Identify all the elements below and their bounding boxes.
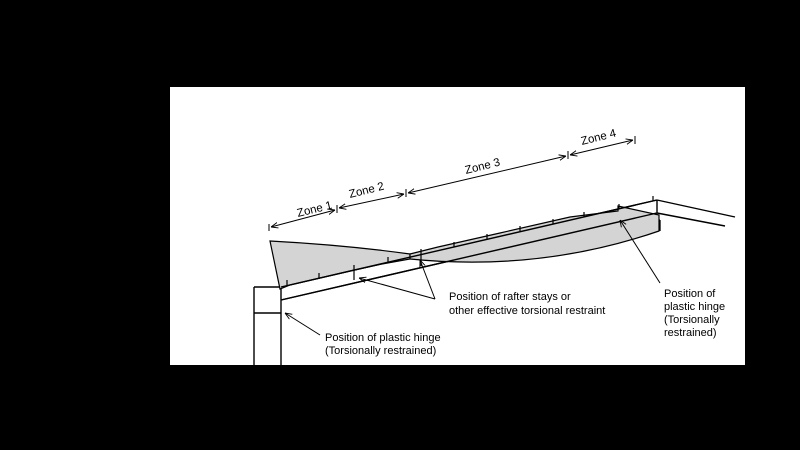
hinge-right-label-line3: (Torsionally xyxy=(664,314,720,326)
rafter-stays-label-line1: Position of rafter stays or xyxy=(449,291,571,303)
zone-3-label: Zone 3 xyxy=(464,157,502,177)
zone-dimensions xyxy=(268,136,636,231)
zone-1-label: Zone 1 xyxy=(296,200,334,220)
leader-lines xyxy=(285,220,661,336)
rafter-stays-label-line2: other effective torsional restraint xyxy=(449,305,605,317)
hinge-right-label-line2: plastic hinge xyxy=(664,301,725,313)
purlin-ticks xyxy=(286,196,654,285)
column xyxy=(253,286,282,365)
hinge-right-label-line1: Position of xyxy=(664,288,716,300)
diagram-panel: Zone 1 Zone 2 Zone 3 Zone 4 Position of … xyxy=(170,87,745,365)
moment-diagram-left xyxy=(269,240,411,290)
hinge-right-label-line4: restrained) xyxy=(664,327,717,339)
moment-diagram-right xyxy=(409,205,660,263)
portal-frame-diagram: Zone 1 Zone 2 Zone 3 Zone 4 Position of … xyxy=(253,127,736,365)
zone-2-label: Zone 2 xyxy=(348,181,386,201)
hinge-left-label-line2: (Torsionally restrained) xyxy=(325,345,436,357)
hinge-left-label-line1: Position of plastic hinge xyxy=(325,332,441,344)
